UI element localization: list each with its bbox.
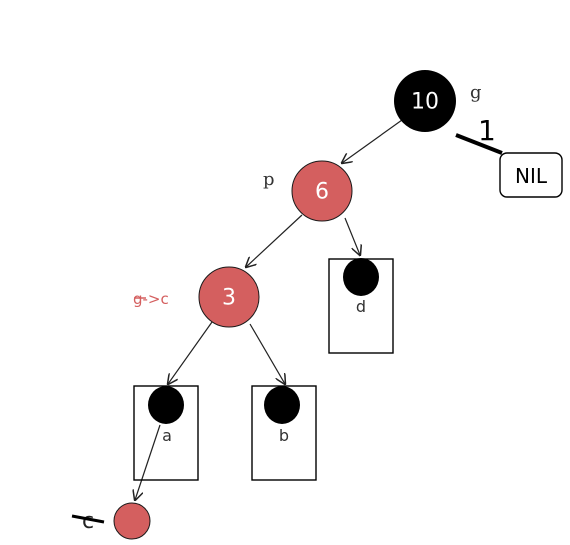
edge-10-to-nil <box>455 133 503 155</box>
subtree-a-label: a <box>162 426 172 445</box>
subtree-a-root <box>148 386 184 424</box>
node-6-value: 6 <box>315 180 329 205</box>
label-g-to-c: g->c <box>133 290 169 308</box>
label-g: g <box>470 82 482 103</box>
subtree-b-label: b <box>279 426 289 445</box>
node-3-circle <box>198 266 260 328</box>
edge-6-to-d <box>344 217 360 255</box>
c-strike <box>71 514 105 524</box>
nil-text: NIL <box>515 164 548 188</box>
edge-10-to-6 <box>342 119 403 163</box>
edge-3-to-b <box>249 323 285 384</box>
node-10-circle <box>394 70 456 132</box>
subtree-d-label: d <box>356 297 366 316</box>
node-3-value: 3 <box>222 286 236 311</box>
node-10-value: 10 <box>411 90 439 115</box>
subtree-b-root <box>264 386 300 424</box>
label-one: 1 <box>478 114 496 147</box>
edge-a-to-c <box>135 424 161 500</box>
node-6-circle <box>291 160 353 222</box>
label-c: c <box>82 509 94 534</box>
label-p: p <box>263 169 275 190</box>
nil-box <box>499 152 563 198</box>
subtree-b-box <box>251 385 317 481</box>
subtree-d-root <box>343 258 379 296</box>
edge-3-to-a <box>168 321 213 384</box>
inserted-node-circle <box>113 502 151 540</box>
edge-6-to-3 <box>246 214 303 267</box>
